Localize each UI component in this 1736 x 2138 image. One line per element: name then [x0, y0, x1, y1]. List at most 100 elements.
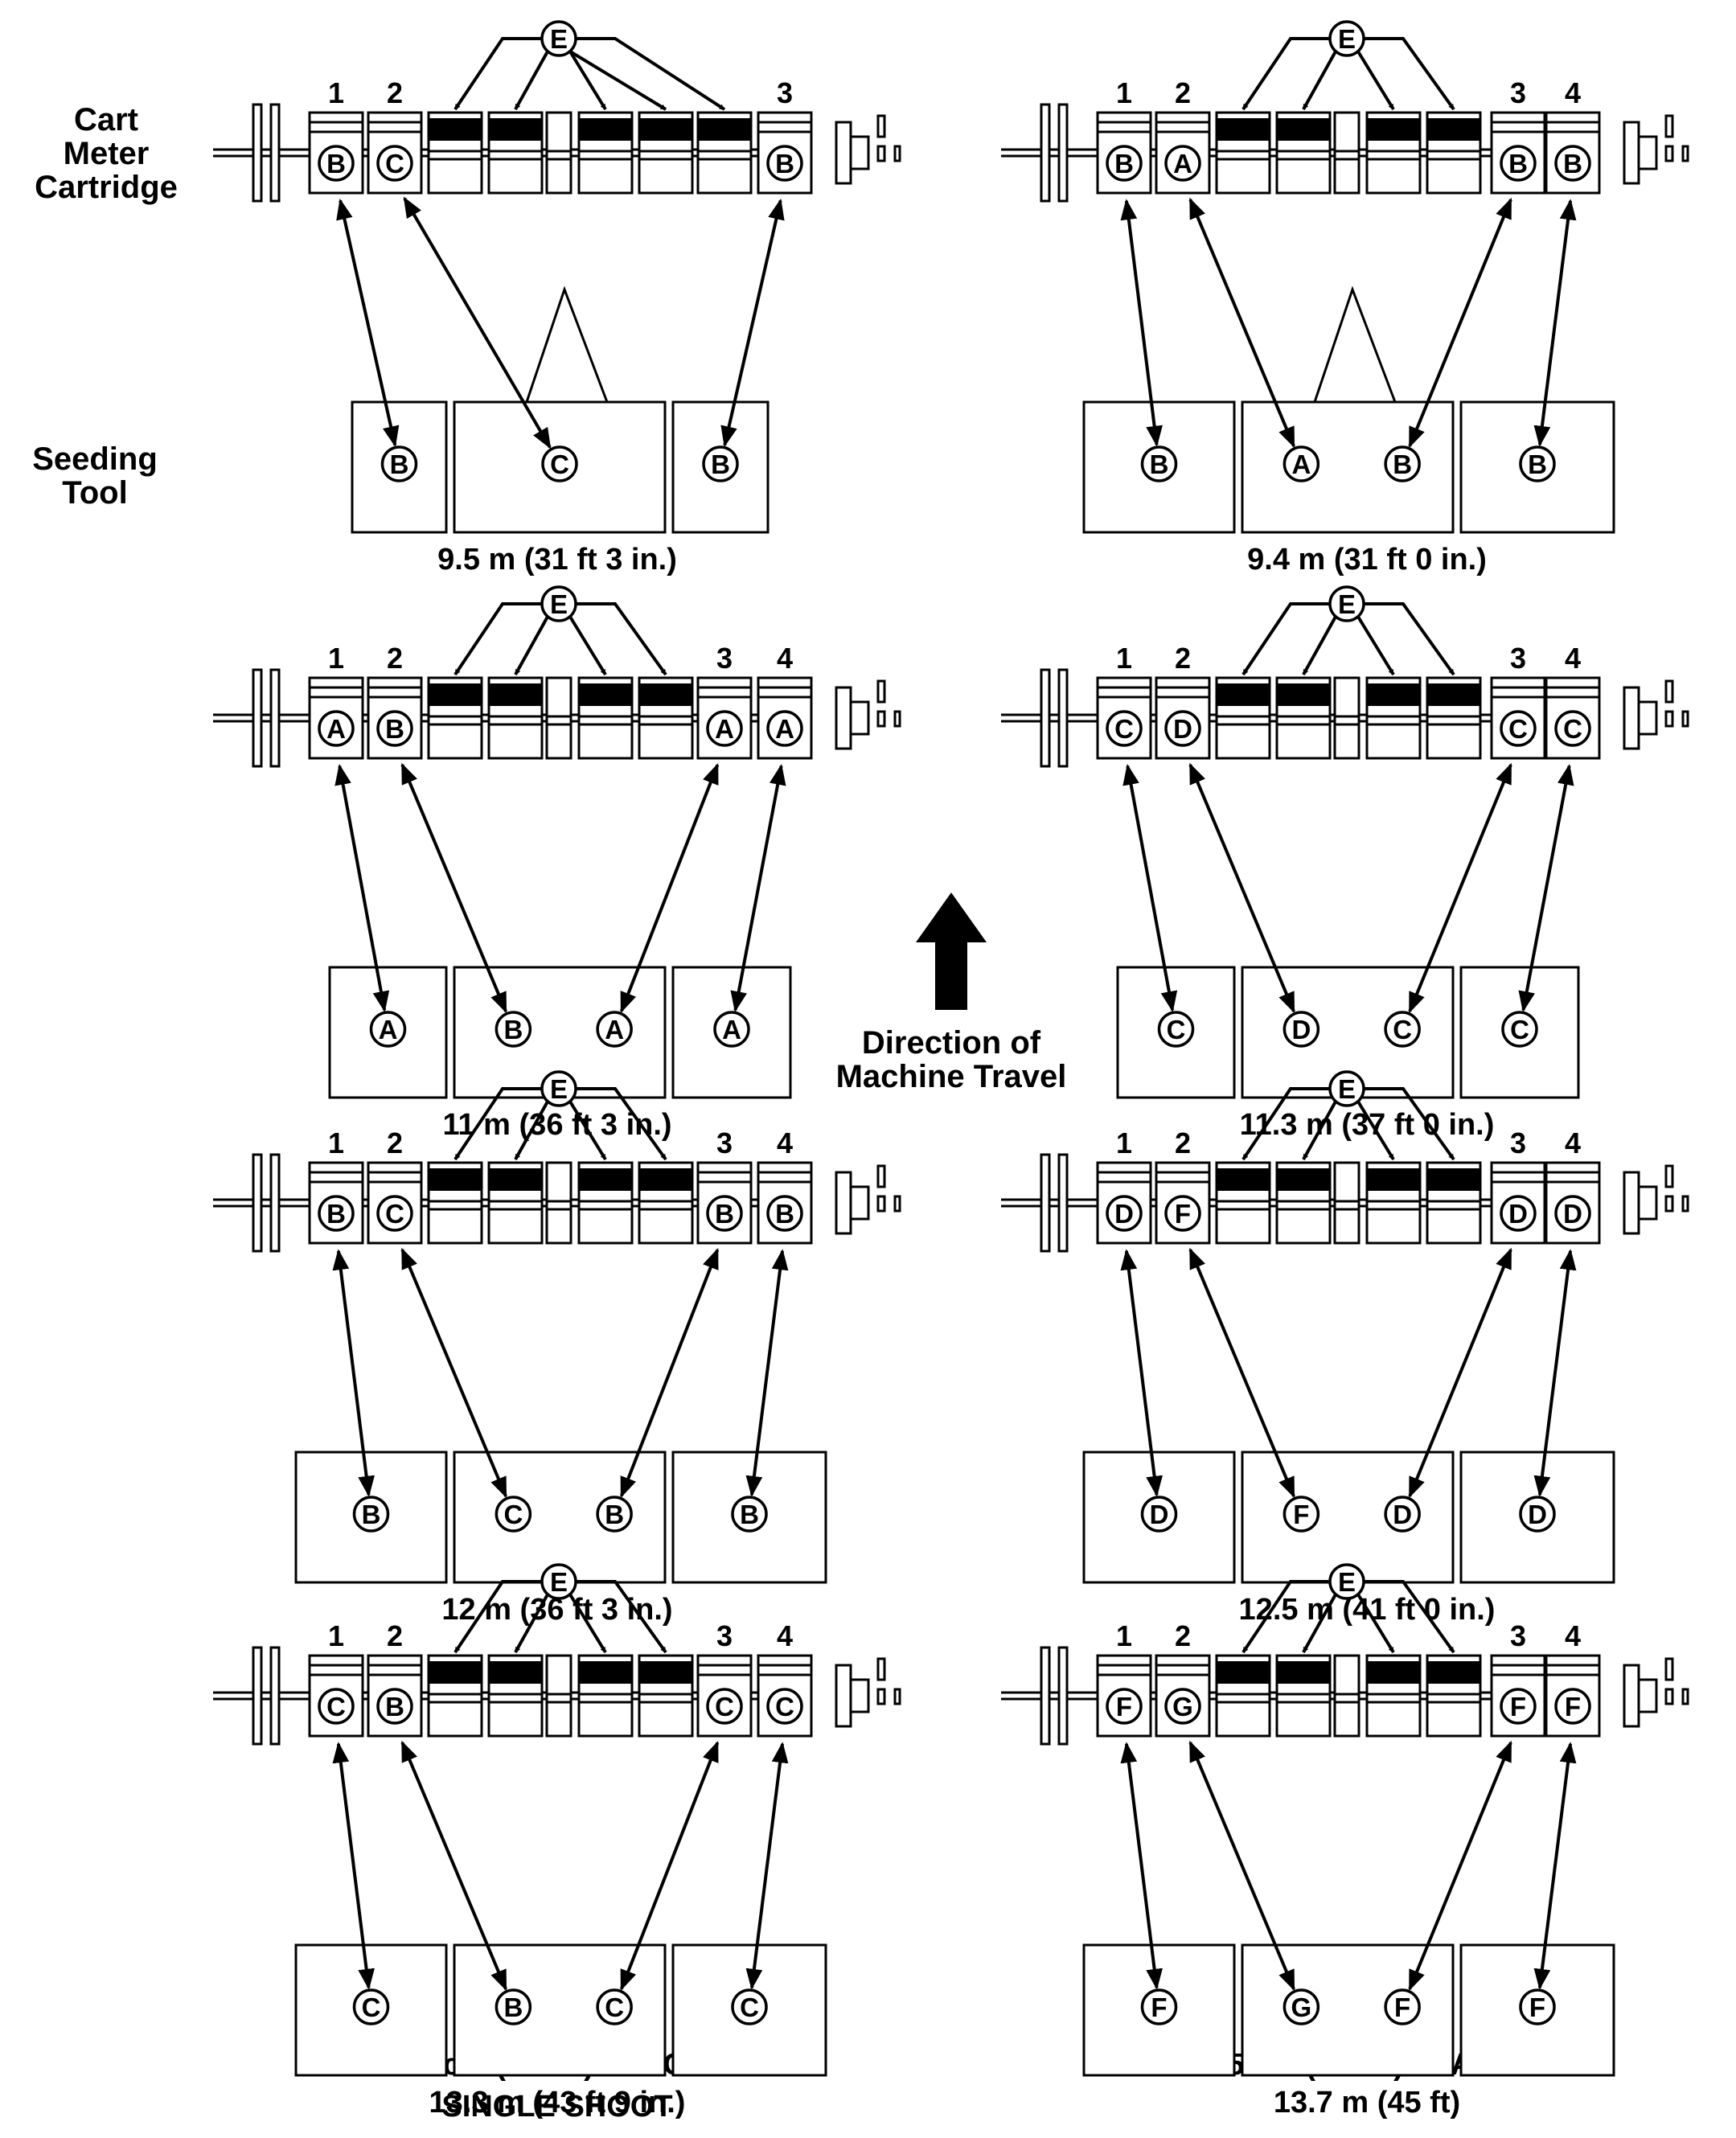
circle-letter: C: [503, 1500, 523, 1529]
circle-marker: [706, 1688, 743, 1725]
circle-marker: [1164, 710, 1201, 747]
label-line: Cartridge: [35, 170, 178, 205]
circle-letter: D: [1150, 1500, 1169, 1529]
meter-letter: A: [766, 710, 803, 747]
meter-number: 4: [1565, 1619, 1581, 1652]
circle-letter: C: [385, 1199, 404, 1229]
blocked-cartridge: [1275, 676, 1332, 760]
meter-letter: F: [1106, 1688, 1143, 1725]
circle-marker: [380, 445, 418, 482]
blocked-cartridge: [1215, 1654, 1271, 1738]
meter-letter: B: [1554, 145, 1591, 182]
circle-letter: B: [326, 149, 346, 179]
meter-drive-motor: [835, 114, 901, 185]
callout-arrow: [1356, 1100, 1395, 1161]
distribution-arrow: [336, 198, 400, 448]
distribution-arrow: [619, 1740, 720, 1992]
circle-marker: [376, 1688, 413, 1725]
blocked-meters-callout: E: [1241, 1563, 1455, 1654]
tool-point: G: [1283, 1988, 1320, 2025]
circle-marker: [1554, 145, 1591, 182]
tool-point: B: [731, 1496, 768, 1533]
meter-cartridge-4: 4B: [1545, 76, 1601, 195]
direction-of-travel: Direction of Machine Travel: [836, 893, 1066, 1094]
blocked-cartridge: [1365, 1161, 1422, 1245]
blocked-cartridge: [696, 111, 753, 195]
circle-letter: E: [1338, 1074, 1356, 1104]
meter-cartridge-4: 4D: [1545, 1126, 1601, 1245]
callout-arrow: [453, 1580, 543, 1654]
tool-point: C: [541, 445, 578, 482]
callout-e: E: [1328, 585, 1365, 622]
spacer-cartridge: [545, 1654, 573, 1738]
circle-letter: D: [1508, 1199, 1528, 1229]
blocked-meters-callout: E: [1241, 585, 1455, 676]
circle-letter: E: [1338, 589, 1356, 619]
tool-point: D: [1519, 1496, 1556, 1533]
meter-cartridge-3: 3B: [757, 76, 813, 195]
meter-number: 1: [1116, 76, 1132, 109]
circle-letter: A: [1291, 449, 1311, 479]
callout-arrow: [1241, 602, 1331, 676]
circle-letter: B: [362, 1500, 381, 1529]
meter-letter: F: [1164, 1195, 1201, 1232]
circle-marker: [1519, 445, 1556, 482]
circle-marker: [1554, 710, 1591, 747]
meter-drive-motor: [1623, 679, 1689, 750]
circle-marker: [1283, 445, 1320, 482]
circle-marker: [1140, 445, 1178, 482]
blocked-cartridge: [1365, 676, 1422, 760]
circle-marker: [706, 710, 743, 747]
distribution-arrow: [332, 1742, 375, 1990]
callout-e: E: [540, 1563, 577, 1600]
distribution-arrow: [403, 196, 552, 449]
distribution-arrow: [1408, 197, 1512, 449]
meter-cartridge-1: 1F: [1096, 1619, 1152, 1738]
circle-letter: A: [326, 714, 346, 744]
meter-number: 4: [1565, 1126, 1581, 1159]
circle-letter: B: [326, 1199, 346, 1229]
callout-arrow: [1356, 50, 1395, 111]
callout-arrow: [575, 602, 667, 676]
meter-number: 3: [1510, 642, 1526, 675]
meter-letter: C: [1500, 710, 1537, 747]
callout-arrow: [568, 50, 667, 111]
circle-marker: [1283, 1011, 1320, 1048]
circle-marker: [731, 1988, 768, 2025]
blocked-cartridge: [1275, 1654, 1332, 1738]
blocked-cartridge: [1426, 1161, 1482, 1245]
meter-cartridge-4: 4C: [1545, 642, 1601, 760]
tool-point: B: [1384, 445, 1421, 482]
tool-point: F: [1519, 1988, 1556, 2025]
circle-marker: [318, 1688, 355, 1725]
distribution-arrow: [745, 1742, 789, 1990]
circle-marker: [1164, 145, 1201, 182]
circle-letter: C: [715, 1692, 734, 1721]
callout-arrow: [514, 1101, 549, 1160]
meter-cartridge-1: 1D: [1096, 1126, 1152, 1245]
callout-arrow: [568, 1593, 607, 1654]
callout-arrow: [1302, 1594, 1337, 1653]
spacer-cartridge: [1333, 1161, 1360, 1245]
width-caption: 9.4 m (31 ft 0 in.): [1247, 543, 1487, 577]
tool-point: C: [495, 1496, 532, 1533]
meter-number: 1: [1116, 642, 1132, 675]
meter-number: 4: [1565, 642, 1581, 675]
cart-meter-cartridge-label: Cart Meter Cartridge: [35, 102, 178, 205]
tool-point: A: [596, 1011, 633, 1048]
circle-marker: [1519, 1496, 1556, 1533]
callout-arrow: [1363, 602, 1455, 676]
meter-cartridge-1: 1B: [308, 1126, 364, 1245]
blocked-cartridge: [1426, 676, 1482, 760]
tool-point: B: [702, 445, 739, 482]
callout-arrow: [453, 37, 543, 111]
meter-number: 4: [777, 642, 793, 675]
circle-marker: [1500, 710, 1537, 747]
circle-marker: [352, 1988, 390, 2025]
tool-point: C: [1501, 1011, 1538, 1048]
circle-letter: F: [1293, 1500, 1309, 1529]
